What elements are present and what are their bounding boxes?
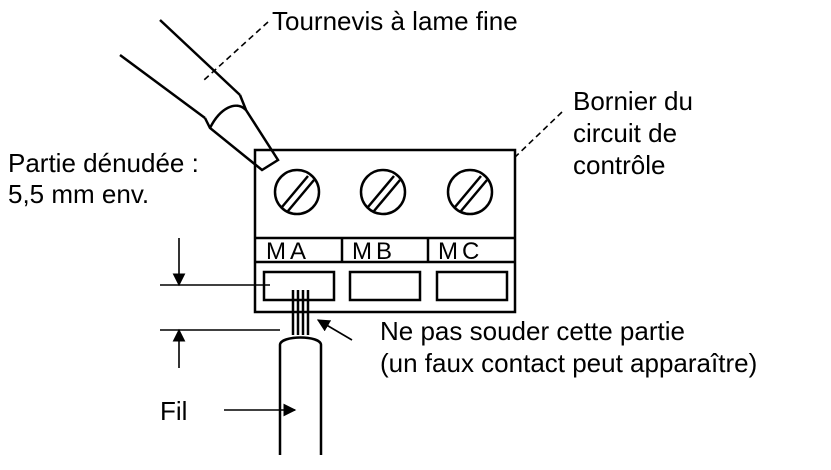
terminal-block-label-line1: Bornier du bbox=[573, 86, 693, 116]
no-solder-leader bbox=[316, 319, 353, 341]
stripped-label-line1: Partie dénudée : bbox=[8, 148, 199, 178]
wire-slot-mc bbox=[435, 270, 509, 302]
screwdriver-label: Tournevis à lame fine bbox=[272, 6, 518, 36]
screw-mc bbox=[446, 168, 494, 216]
wire bbox=[278, 290, 323, 455]
no-solder-label-line2: (un faux contact peut apparaître) bbox=[380, 348, 757, 378]
terminal-label-ma: MA bbox=[266, 238, 310, 265]
terminal-block: MA MB MC bbox=[253, 148, 517, 314]
terminal-label-mc: MC bbox=[438, 238, 483, 265]
wire-label: Fil bbox=[160, 396, 187, 426]
terminal-label-mb: MB bbox=[352, 238, 396, 265]
stripped-label-line2: 5,5 mm env. bbox=[8, 179, 149, 209]
wire-slot-mb bbox=[348, 270, 422, 302]
screw-mb bbox=[359, 168, 407, 216]
terminal-block-leader bbox=[511, 111, 563, 161]
no-solder-label-line1: Ne pas souder cette partie bbox=[380, 316, 685, 346]
screwdriver bbox=[119, 19, 280, 172]
strip-length-dimension bbox=[160, 238, 280, 368]
screw-ma bbox=[273, 168, 321, 216]
terminal-block-label-line2: circuit de bbox=[573, 118, 677, 148]
terminal-block-label-line3: contrôle bbox=[573, 150, 666, 180]
screwdriver-leader bbox=[203, 21, 269, 81]
